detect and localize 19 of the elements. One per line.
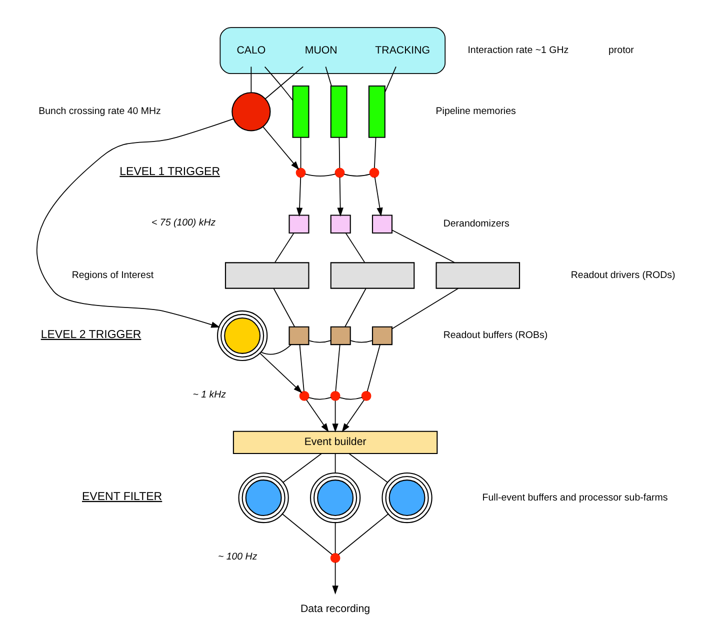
label: LEVEL 2 TRIGGER <box>40 328 141 341</box>
label: Readout drivers (RODs) <box>570 270 675 281</box>
node-text: CALO <box>236 44 266 56</box>
label: Readout buffers (ROBs) <box>442 330 548 342</box>
label: Regions of Interest <box>71 270 154 281</box>
node-text: MUON <box>304 44 337 56</box>
label: protor <box>608 45 634 56</box>
label: EVENT FILTER <box>82 490 162 503</box>
label: Interaction rate ~1 GHz <box>467 45 568 56</box>
label: Full-event buffers and processor sub-farms <box>482 492 668 504</box>
label: Pipeline memories <box>435 106 516 118</box>
node-text: TRACKING <box>374 44 430 56</box>
label: ~ 1 kHz <box>192 390 226 401</box>
label: ~ 100 Hz <box>217 552 257 563</box>
label: Bunch crossing rate 40 MHz <box>38 106 160 118</box>
label: < 75 (100) kHz <box>151 218 216 229</box>
label: Derandomizers <box>442 218 509 230</box>
node-text: Data recording <box>300 603 370 616</box>
label: LEVEL 1 TRIGGER <box>119 166 220 178</box>
